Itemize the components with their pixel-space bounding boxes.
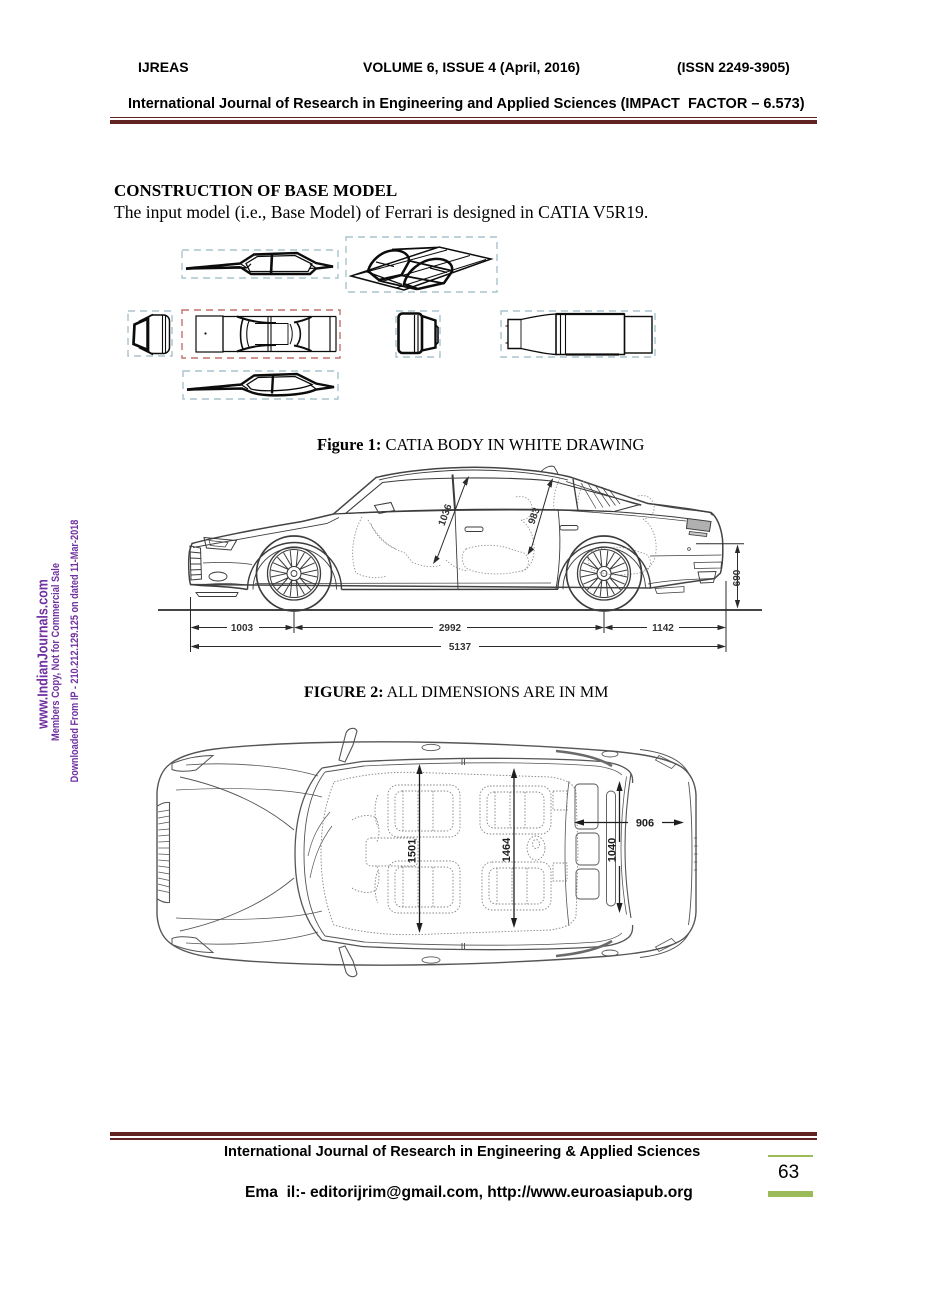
svg-text:1142: 1142 [652,623,674,634]
svg-text:690: 690 [732,569,743,586]
svg-text:2992: 2992 [439,623,462,634]
svg-text:1501: 1501 [407,839,419,863]
svg-text:1464: 1464 [501,837,513,862]
svg-text:1036: 1036 [437,502,455,527]
svg-text:906: 906 [636,818,654,830]
svg-text:1003: 1003 [231,623,254,634]
svg-text:5137: 5137 [449,642,472,653]
svg-text:1040: 1040 [607,838,619,862]
